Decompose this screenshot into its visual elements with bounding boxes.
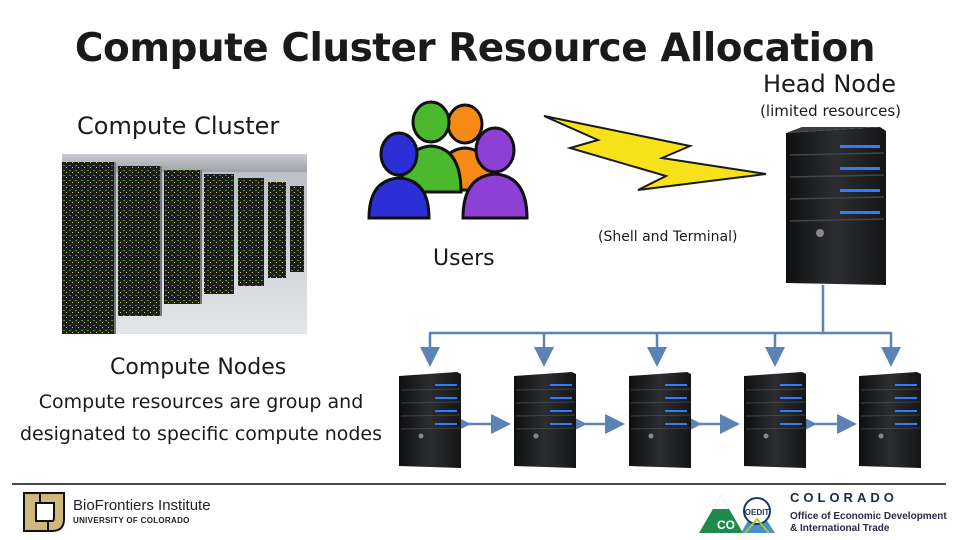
oedit-badge-text: OEDIT: [745, 508, 770, 517]
colorado-name: COLORADO: [790, 490, 898, 505]
compute-node-server-icon: [629, 372, 691, 468]
connection-label: (Shell and Terminal): [598, 229, 738, 245]
users-group-icon: [367, 100, 529, 220]
colorado-subtitle: Office of Economic Development & Interna…: [790, 511, 947, 534]
institute-subtitle: UNIVERSITY OF COLORADO: [73, 516, 190, 525]
co-badge-text: CO: [717, 518, 735, 532]
lightning-bolt-icon: [543, 115, 767, 191]
head-node-label: Head Node: [762, 70, 896, 98]
compute-node-server-icon: [514, 372, 576, 468]
page-title: Compute Cluster Resource Allocation: [74, 26, 876, 71]
compute-nodes-description: Compute resources are group and designat…: [19, 391, 383, 445]
compute-cluster-label: Compute Cluster: [77, 112, 280, 140]
institute-name: BioFrontiers Institute: [73, 497, 211, 514]
head-node-note: (limited resources): [760, 102, 901, 120]
compute-node-server-icon: [859, 372, 921, 468]
users-label: Users: [433, 246, 495, 271]
head-node-server-icon: [786, 127, 886, 285]
datacenter-photo: [62, 154, 307, 334]
cu-logo-icon: [23, 492, 65, 532]
compute-node-server-icon: [399, 372, 461, 468]
oedit-colorado-logo-icon: OEDIT CO: [699, 495, 775, 534]
compute-nodes-label: Compute Nodes: [110, 355, 287, 380]
user-blue-icon: [367, 131, 431, 220]
user-purple-icon: [461, 126, 529, 220]
compute-node-server-icon: [744, 372, 806, 468]
footer-divider: [12, 483, 946, 485]
